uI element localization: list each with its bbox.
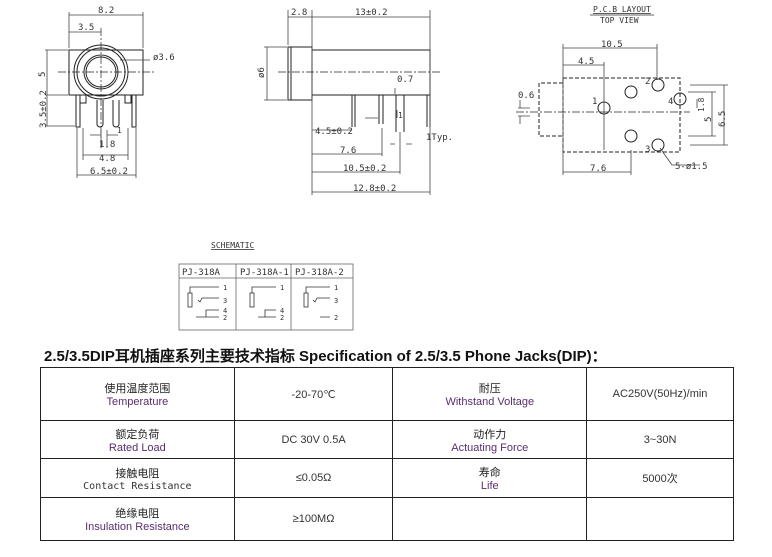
schematic-pin: 2 — [280, 314, 284, 322]
front-view-drawing: 8.2 3.5 ø3.6 5 3.5±0.2 1 1.8 4.8 6.5±0.2 — [38, 6, 175, 178]
dim-12-8: 12.8±0.2 — [353, 184, 396, 194]
schematic-pin: 4 — [223, 307, 227, 315]
dim-spacing-2: 4.8 — [99, 154, 115, 164]
dim-10-5: 10.5±0.2 — [343, 164, 386, 174]
pcb-dim-1-8: 1.8 — [697, 97, 706, 112]
dim-hole-dia: ø3.6 — [153, 53, 175, 63]
pcb-dim-5: 5 — [704, 117, 714, 122]
schematic-pin: 4 — [280, 307, 284, 315]
dim-flange: 2.8 — [291, 8, 307, 18]
dim-pin-length: 3.5±0.2 — [39, 90, 49, 128]
pcb-pin-3: 3 — [645, 145, 650, 155]
spec-value: -20-70℃ — [233, 367, 394, 421]
technical-drawings: 8.2 3.5 ø3.6 5 3.5±0.2 1 1.8 4.8 6.5±0.2… — [38, 5, 728, 331]
pcb-dim-4-5: 4.5 — [578, 57, 594, 67]
dim-0-7: 0.7 — [397, 75, 413, 85]
spec-value: ≤0.05Ω — [233, 458, 394, 498]
pcb-dim-7-6: 7.6 — [590, 164, 606, 174]
schematic-pin: 3 — [334, 297, 338, 305]
dim-body-dia: ø6 — [257, 67, 267, 78]
schematic-model-3: PJ-318A-2 — [295, 268, 344, 278]
schematic-pin: 3 — [223, 297, 227, 305]
dim-spacing-1: 1.8 — [99, 140, 115, 150]
schematic-model-2: PJ-318A-1 — [240, 268, 289, 278]
pcb-dim-10-5: 10.5 — [601, 40, 623, 50]
pcb-pin-1: 1 — [592, 97, 597, 107]
dim-t: 1 — [117, 126, 122, 135]
spec-empty — [586, 497, 734, 541]
pcb-title: P.C.B LAYOUT — [593, 5, 651, 14]
dim-height: 5 — [38, 72, 48, 77]
schematic-pin: 2 — [223, 314, 227, 322]
dim-4-5: 4.5±0.2 — [315, 127, 353, 137]
dim-width: 8.2 — [98, 6, 114, 16]
schematic-model-1: PJ-318A — [182, 268, 221, 278]
dim-t: 1 — [398, 111, 403, 120]
spec-title: 2.5/3.5DIP耳机插座系列主要技术指标 Specification of … — [44, 348, 607, 365]
spec-empty — [392, 497, 588, 541]
schematic-pin: 2 — [334, 314, 338, 322]
schematic-title: SCHEMATIC — [211, 241, 255, 250]
pcb-pin-4: 4 — [668, 97, 673, 107]
dim-typ: 1Typ. — [426, 133, 453, 143]
schematic-drawing: SCHEMATIC PJ-318A PJ-318A-1 PJ-318A-2 1 … — [178, 241, 354, 331]
dim-7-6: 7.6 — [340, 146, 356, 156]
pcb-subtitle: TOP VIEW — [600, 16, 639, 25]
pcb-pin-2: 2 — [645, 77, 650, 87]
schematic-pin: 1 — [280, 284, 284, 292]
dim-offset: 3.5 — [78, 23, 94, 33]
dim-spacing-3: 6.5±0.2 — [90, 167, 128, 177]
spec-value: AC250V(50Hz)/min — [586, 367, 734, 421]
spec-value: DC 30V 0.5A — [233, 420, 394, 459]
pcb-holes: 5-ø1.5 — [675, 162, 708, 172]
spec-value: 3~30N — [586, 420, 734, 459]
pcb-layout-drawing: P.C.B LAYOUT TOP VIEW 10.5 4.5 7.6 0.6 1… — [516, 5, 728, 175]
dim-body-length: 13±0.2 — [355, 8, 388, 18]
spec-value: ≥100MΩ — [233, 497, 394, 541]
schematic-pin: 1 — [223, 284, 227, 292]
pcb-dim-6-5: 6.5 — [718, 111, 728, 127]
pcb-dim-0-6: 0.6 — [518, 91, 534, 101]
schematic-pin: 1 — [334, 284, 338, 292]
spec-value: 5000次 — [586, 458, 734, 498]
side-view-drawing: 2.8 13±0.2 ø6 0.7 1 4.5±0.2 7.6 10.5±0.2… — [257, 8, 453, 195]
